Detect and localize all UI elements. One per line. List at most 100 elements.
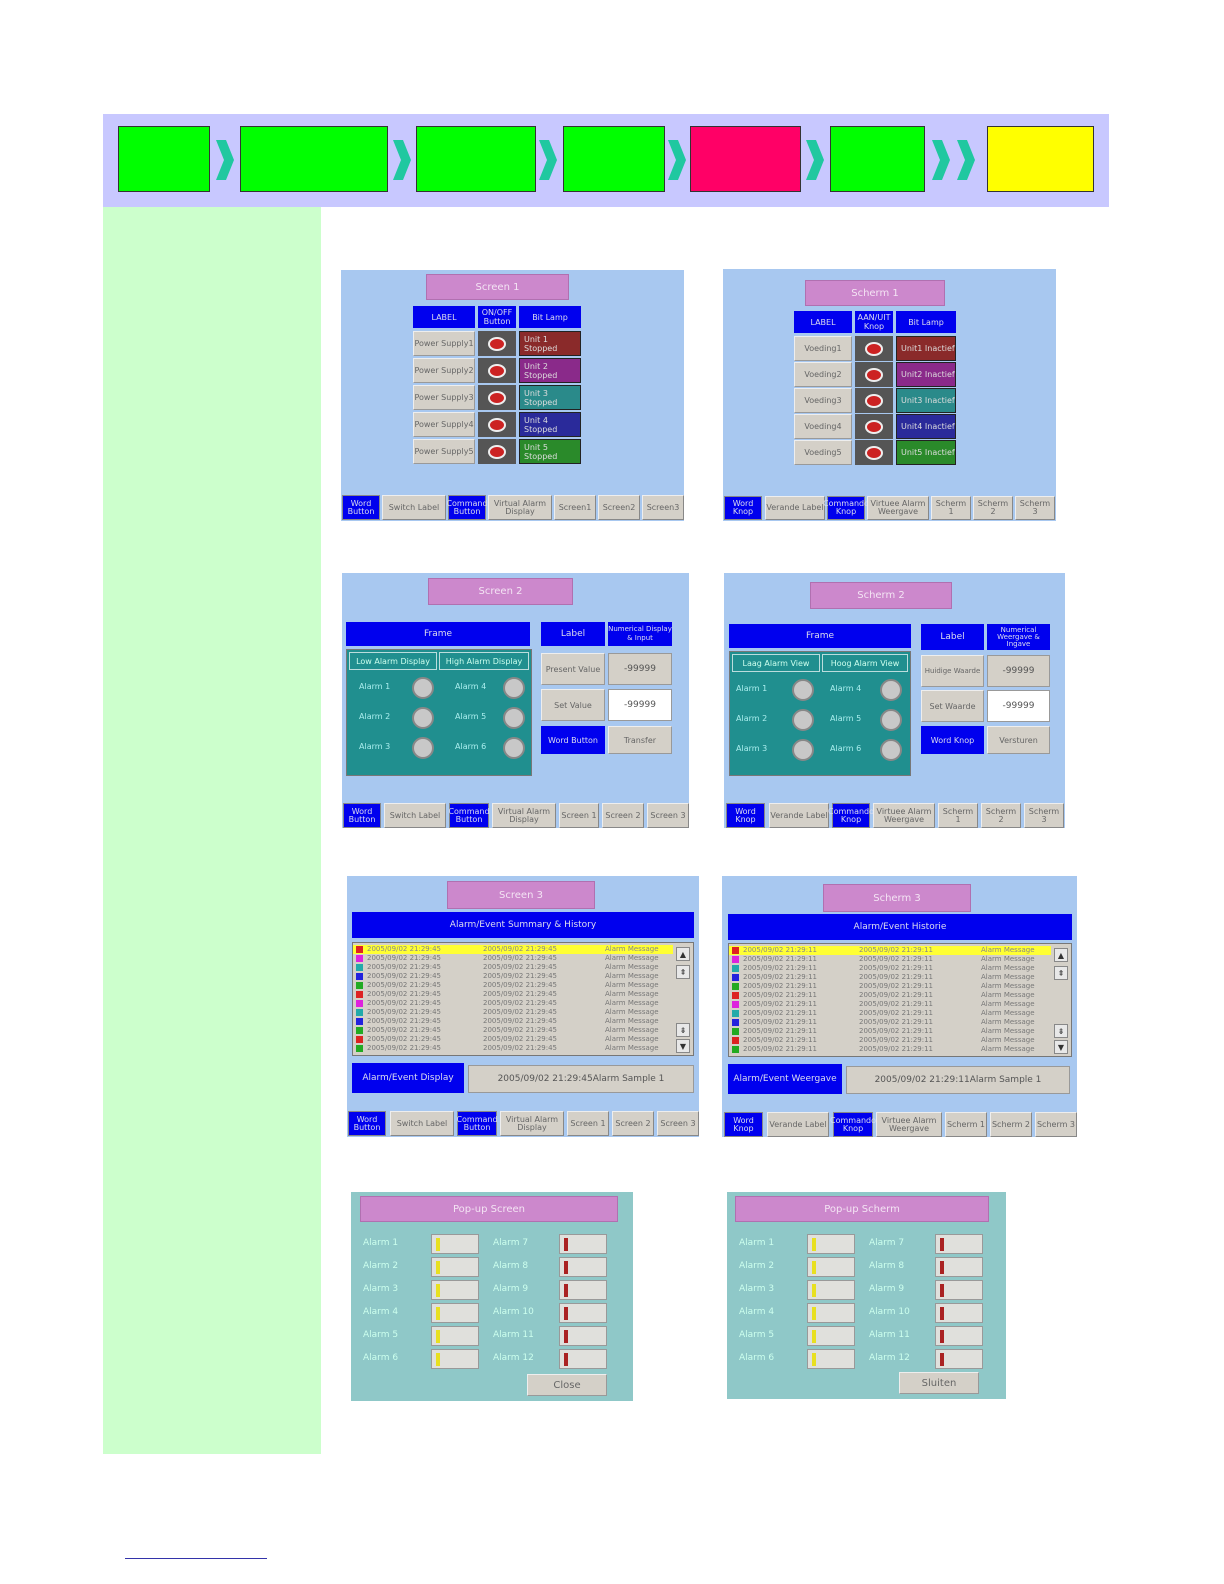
nav-virtual-alarm[interactable]: Virtual Alarm Display: [500, 1111, 564, 1136]
nav-screen-2[interactable]: Screen2: [598, 495, 640, 520]
step-7[interactable]: [987, 126, 1094, 192]
alarm-switch[interactable]: [431, 1326, 479, 1346]
alarm-switch[interactable]: [807, 1234, 855, 1254]
nav-switch-label[interactable]: Switch Label: [384, 803, 446, 828]
nav-verande-label[interactable]: Verande Label: [769, 803, 829, 828]
nav-virtuee-alarm[interactable]: Virtuee Alarm Weergave: [876, 1112, 942, 1137]
tab-low-alarm[interactable]: Laag Alarm View: [732, 654, 820, 672]
page-down-icon[interactable]: ⇟: [1054, 1024, 1068, 1038]
nav-scherm-3[interactable]: Scherm 3: [1035, 1112, 1077, 1137]
nav-screen-1[interactable]: Screen 1: [559, 803, 599, 828]
alarm-switch[interactable]: [935, 1326, 983, 1346]
nav-word-button[interactable]: Word Button: [343, 803, 381, 828]
versturen-button[interactable]: Versturen: [987, 726, 1050, 754]
nav-screen-2[interactable]: Screen 2: [612, 1111, 654, 1136]
tab-high-alarm[interactable]: Hoog Alarm View: [822, 654, 908, 672]
nav-word-knop[interactable]: Word Knop: [724, 496, 762, 520]
nav-scherm-3[interactable]: Scherm 3: [1015, 496, 1055, 520]
alarm-switch[interactable]: [807, 1280, 855, 1300]
nav-switch-label[interactable]: Switch Label: [390, 1111, 454, 1136]
nav-virtual-alarm[interactable]: Virtual Alarm Display: [492, 803, 556, 828]
alarm-switch[interactable]: [935, 1280, 983, 1300]
nav-virtuee-alarm[interactable]: Virtuee Alarm Weergave: [867, 496, 929, 520]
alarm-switch[interactable]: [935, 1303, 983, 1323]
set-value-input[interactable]: -99999: [608, 689, 672, 721]
alarm-switch[interactable]: [807, 1349, 855, 1369]
onoff-toggle-button[interactable]: [855, 336, 893, 361]
alarm-switch[interactable]: [807, 1326, 855, 1346]
nav-commando-knop[interactable]: Commando Knop: [830, 1112, 876, 1137]
alarm-switch[interactable]: [807, 1303, 855, 1323]
nav-virtual-alarm[interactable]: Virtual Alarm Display: [488, 495, 552, 520]
close-button[interactable]: Close: [527, 1374, 607, 1396]
nav-screen-3[interactable]: Screen 3: [647, 803, 689, 828]
onoff-toggle-button[interactable]: [478, 439, 516, 464]
alarm-switch[interactable]: [559, 1234, 607, 1254]
scroll-up-icon[interactable]: ▲: [676, 947, 690, 961]
alarm-switch[interactable]: [935, 1234, 983, 1254]
nav-command-button[interactable]: Command Button: [448, 803, 490, 828]
page-up-icon[interactable]: ⇞: [1054, 966, 1068, 980]
onoff-toggle-button[interactable]: [478, 331, 516, 356]
nav-scherm-1[interactable]: Scherm 1: [945, 1112, 987, 1137]
alarm-switch[interactable]: [935, 1349, 983, 1369]
alarm-switch[interactable]: [431, 1257, 479, 1277]
nav-screen-1[interactable]: Screen 1: [567, 1111, 609, 1136]
alarm-switch[interactable]: [559, 1349, 607, 1369]
nav-scherm-2[interactable]: Scherm 2: [973, 496, 1013, 520]
onoff-toggle-button[interactable]: [855, 388, 893, 413]
nav-screen-1[interactable]: Screen1: [554, 495, 596, 520]
nav-scherm-2[interactable]: Scherm 2: [990, 1112, 1032, 1137]
page-down-icon[interactable]: ⇟: [676, 1023, 690, 1037]
alarm-switch[interactable]: [559, 1303, 607, 1323]
nav-scherm-3[interactable]: Scherm 3: [1024, 803, 1064, 828]
alarm-switch[interactable]: [559, 1326, 607, 1346]
alarm-switch[interactable]: [559, 1280, 607, 1300]
word-knop-button[interactable]: Word Knop: [921, 726, 984, 754]
onoff-toggle-button[interactable]: [855, 440, 893, 465]
alarm-switch[interactable]: [431, 1234, 479, 1254]
nav-commando-knop[interactable]: Commando Knop: [823, 496, 869, 520]
nav-verande-label[interactable]: Verande Label: [765, 496, 825, 520]
alarm-switch[interactable]: [807, 1257, 855, 1277]
nav-scherm-2[interactable]: Scherm 2: [981, 803, 1021, 828]
nav-screen-3[interactable]: Screen 3: [657, 1111, 699, 1136]
nav-verande-label[interactable]: Verande Label: [767, 1112, 829, 1137]
alarm-switch[interactable]: [431, 1303, 479, 1323]
nav-word-button[interactable]: Word Button: [342, 495, 380, 520]
word-button[interactable]: Word Button: [541, 726, 605, 754]
onoff-toggle-button[interactable]: [478, 358, 516, 383]
step-2[interactable]: [240, 126, 388, 192]
nav-commando-knop[interactable]: Commando Knop: [828, 803, 874, 828]
nav-command-button[interactable]: Command Button: [456, 1111, 498, 1136]
onoff-toggle-button[interactable]: [478, 385, 516, 410]
alarm-switch[interactable]: [935, 1257, 983, 1277]
step-4[interactable]: [563, 126, 665, 192]
nav-word-knop[interactable]: Word Knop: [726, 803, 765, 828]
alarm-switch[interactable]: [431, 1280, 479, 1300]
nav-command-button[interactable]: Command Button: [446, 495, 488, 520]
nav-scherm-1[interactable]: Scherm 1: [931, 496, 971, 520]
